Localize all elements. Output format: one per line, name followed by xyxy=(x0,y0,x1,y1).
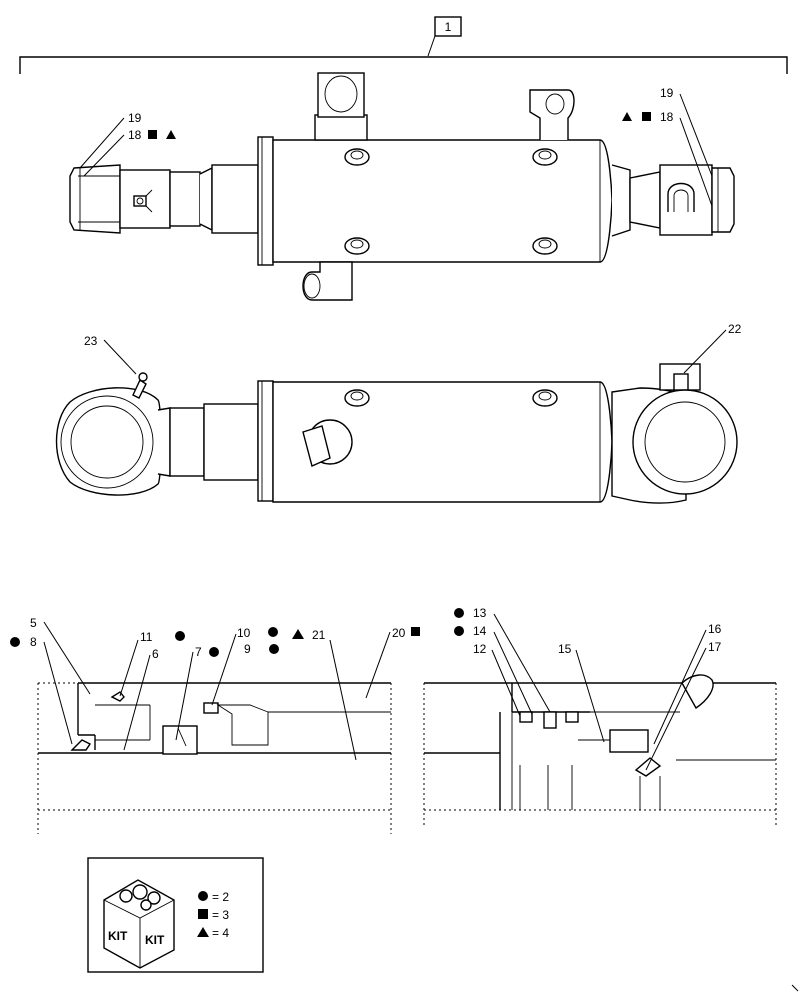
triangle-symbol xyxy=(197,927,209,937)
legend-circle-value: = 2 xyxy=(212,890,229,904)
kit-legend: KIT KIT = 2 = 3 = 4 xyxy=(87,857,264,973)
callout-19-left[interactable]: 19 xyxy=(128,111,142,125)
legend-square-value: = 3 xyxy=(212,908,229,922)
callout-12[interactable]: 12 xyxy=(473,642,487,656)
callout-21[interactable]: 21 xyxy=(312,628,326,642)
assembly-bracket: 1 xyxy=(19,16,788,74)
circle-symbol xyxy=(175,631,185,641)
circle-symbol xyxy=(454,626,464,636)
callout-11[interactable]: 11 xyxy=(140,630,153,644)
left-detail-section xyxy=(37,682,392,834)
callout-22[interactable]: 22 xyxy=(728,322,742,336)
callout-9[interactable]: 9 xyxy=(244,642,251,656)
callout-6[interactable]: 6 xyxy=(152,647,159,661)
top-cylinder-view xyxy=(69,72,735,301)
circle-symbol xyxy=(198,891,208,901)
side-cylinder-view xyxy=(55,363,738,504)
kit-box-icon: KIT KIT xyxy=(103,879,175,969)
square-symbol xyxy=(411,627,420,636)
callout-18-left[interactable]: 18 xyxy=(128,128,142,142)
right-detail-callouts: 13 14 12 15 16 17 xyxy=(454,606,722,771)
top-view-callouts: 19 18 19 18 xyxy=(79,86,713,207)
triangle-symbol xyxy=(622,112,632,121)
callout-15[interactable]: 15 xyxy=(558,642,572,656)
triangle-symbol xyxy=(292,629,304,639)
callout-5[interactable]: 5 xyxy=(30,616,37,630)
callout-1[interactable]: 1 xyxy=(445,20,452,34)
square-symbol xyxy=(198,909,208,919)
callout-16[interactable]: 16 xyxy=(708,622,722,636)
square-symbol xyxy=(642,112,651,121)
callout-20[interactable]: 20 xyxy=(392,626,406,640)
callout-18-right[interactable]: 18 xyxy=(660,110,674,124)
kit-label-1: KIT xyxy=(108,929,128,943)
callout-10[interactable]: 10 xyxy=(237,626,251,640)
callout-14[interactable]: 14 xyxy=(473,624,487,638)
callout-19-right[interactable]: 19 xyxy=(660,86,674,100)
triangle-symbol xyxy=(166,130,176,139)
circle-symbol xyxy=(268,627,278,637)
corner-mark xyxy=(791,984,799,992)
callout-8[interactable]: 8 xyxy=(30,635,37,649)
circle-symbol xyxy=(269,644,279,654)
callout-7[interactable]: 7 xyxy=(195,645,202,659)
callout-23[interactable]: 23 xyxy=(84,334,98,348)
side-view-callouts: 23 22 xyxy=(84,322,742,375)
callout-13[interactable]: 13 xyxy=(473,606,487,620)
left-detail-callouts: 5 8 11 6 7 10 9 21 20 xyxy=(10,616,420,761)
square-symbol xyxy=(148,130,157,139)
right-detail-section xyxy=(423,674,777,826)
kit-label-2: KIT xyxy=(145,933,165,947)
callout-17[interactable]: 17 xyxy=(708,640,722,654)
circle-symbol xyxy=(454,608,464,618)
circle-symbol xyxy=(10,637,20,647)
circle-symbol xyxy=(209,647,219,657)
legend-triangle-value: = 4 xyxy=(212,926,229,940)
